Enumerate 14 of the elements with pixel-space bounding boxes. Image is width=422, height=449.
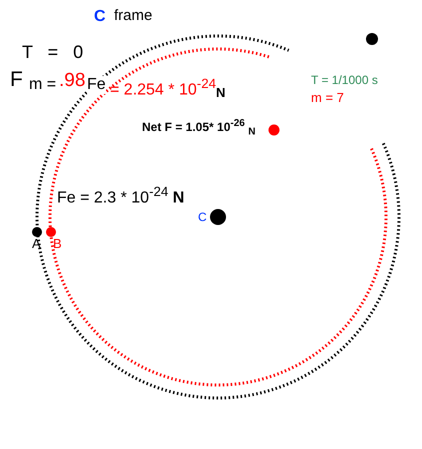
unit-label: N xyxy=(216,86,226,100)
time-label: T = 0 xyxy=(22,43,84,63)
force-symbol: F xyxy=(10,68,23,92)
force-value: = 2.254 * 10$^{-24}$ xyxy=(110,77,216,99)
force-label: Fe = 2.3 * 10$^{-24}$ N xyxy=(57,185,184,207)
time-label: T = 1/1000 s xyxy=(311,74,378,88)
point-label: B xyxy=(53,237,62,252)
mass-value: .98 xyxy=(59,71,86,92)
frame-label: frame xyxy=(114,8,152,24)
frame-letter: C xyxy=(94,8,106,26)
force-label: Fe xyxy=(87,76,106,94)
mass-label: m = xyxy=(29,76,56,94)
mass-label: m = 7 xyxy=(311,91,344,106)
point-label: C xyxy=(198,211,207,224)
